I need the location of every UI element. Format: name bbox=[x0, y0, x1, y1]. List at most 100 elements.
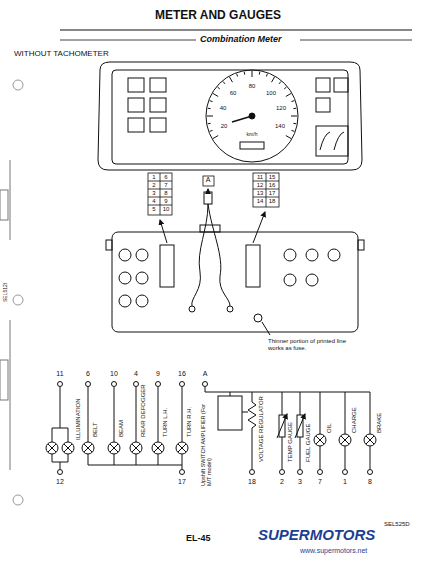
terminal-number: 12 bbox=[56, 478, 64, 486]
amplifier-label: Upshift SWITCH AMPLIFIER (For M/T model) bbox=[200, 396, 212, 486]
meter-back bbox=[200, 225, 220, 232]
lamp-symbols bbox=[130, 442, 142, 454]
lamp-symbols bbox=[154, 444, 162, 452]
speedometer-ticks bbox=[279, 82, 281, 84]
speed-scale: 20 bbox=[221, 123, 228, 130]
page-frame bbox=[13, 80, 23, 90]
page-frame bbox=[10, 160, 11, 240]
lamp-label: REAR DEFOGGER bbox=[140, 384, 147, 437]
schematic-wiring bbox=[242, 412, 248, 413]
terminal-number: 2 bbox=[280, 478, 284, 486]
schematic-wiring bbox=[295, 414, 305, 438]
speedometer-ticks bbox=[213, 136, 218, 139]
meter-back bbox=[136, 272, 148, 284]
connector-tables bbox=[148, 189, 172, 190]
schematic-wiring bbox=[248, 392, 256, 469]
meter-back bbox=[227, 306, 233, 312]
connector-tables bbox=[148, 197, 172, 198]
terminal-number: 16 bbox=[178, 370, 186, 378]
meter-front bbox=[112, 70, 348, 164]
pin-number: 16 bbox=[269, 182, 276, 189]
connector-tables bbox=[148, 181, 172, 182]
schematic-wiring bbox=[156, 382, 161, 387]
page-frame bbox=[0, 190, 8, 220]
schematic-wiring bbox=[250, 470, 255, 475]
terminal-number: 11 bbox=[56, 370, 63, 378]
lamp-symbols bbox=[46, 442, 58, 454]
lamp-symbols bbox=[62, 442, 74, 454]
lamp-label: TURN R.H. bbox=[186, 407, 193, 437]
page-frame bbox=[0, 30, 412, 505]
terminal-number: 18 bbox=[248, 478, 256, 486]
speedometer-ticks bbox=[213, 94, 218, 97]
meter-back bbox=[254, 314, 262, 322]
terminal-number: 9 bbox=[156, 370, 160, 378]
meter-back bbox=[262, 322, 270, 335]
speedometer-ticks bbox=[293, 123, 296, 125]
lamp-symbols bbox=[341, 436, 349, 444]
speedometer-ticks bbox=[208, 123, 211, 125]
lamp-symbols bbox=[132, 444, 140, 452]
speedometer-ticks bbox=[237, 74, 238, 77]
page-frame bbox=[0, 360, 8, 400]
pin-number: 9 bbox=[164, 198, 167, 205]
speedometer-ticks bbox=[291, 116, 297, 117]
connector-name: A bbox=[206, 176, 211, 184]
terminal-number: 1 bbox=[343, 478, 347, 486]
pin-number: 8 bbox=[164, 190, 167, 197]
schematic-wiring bbox=[180, 382, 185, 387]
meter-front bbox=[98, 62, 362, 170]
meter-back bbox=[189, 306, 195, 312]
terminal-number: 10 bbox=[110, 370, 118, 378]
speed-scale: 60 bbox=[230, 90, 237, 97]
meter-front bbox=[128, 98, 144, 112]
speedometer-ticks bbox=[284, 87, 286, 89]
page-frame bbox=[10, 320, 11, 470]
lamp-symbols bbox=[48, 444, 56, 452]
meter-back bbox=[160, 220, 167, 243]
lamp-symbols bbox=[366, 436, 374, 444]
lamp-symbols bbox=[84, 444, 92, 452]
meter-back bbox=[112, 232, 358, 332]
gauge-label: FUEL GAUGE bbox=[305, 424, 312, 462]
lamp-symbols bbox=[152, 442, 164, 454]
lamp-symbols bbox=[176, 442, 188, 454]
speedometer-ticks bbox=[208, 108, 211, 110]
pin-number: 18 bbox=[269, 198, 276, 205]
connector-tables bbox=[203, 176, 214, 186]
meter-back bbox=[204, 192, 212, 204]
terminal-number: 8 bbox=[368, 478, 372, 486]
schematic-wiring bbox=[320, 392, 370, 469]
connector-tables bbox=[148, 205, 172, 206]
lamp-symbols bbox=[108, 442, 120, 454]
speedometer-ticks bbox=[210, 130, 213, 131]
page-number: EL-45 bbox=[186, 534, 211, 544]
speedometer-ticks bbox=[207, 71, 297, 139]
meter-back bbox=[284, 249, 296, 261]
speed-scale: 40 bbox=[220, 105, 227, 112]
lamp-symbols bbox=[339, 434, 351, 446]
speedometer-ticks bbox=[286, 136, 291, 139]
meter-back bbox=[208, 204, 230, 306]
connector-tables bbox=[160, 173, 161, 215]
page-frame bbox=[300, 40, 412, 41]
meter-back bbox=[306, 249, 318, 261]
meter-back bbox=[284, 274, 296, 286]
lamp-label: BRAKE bbox=[376, 413, 383, 433]
schematic-wiring bbox=[318, 470, 323, 475]
meter-back bbox=[136, 295, 148, 307]
terminal-number: A bbox=[203, 370, 208, 378]
speed-scale: 140 bbox=[275, 123, 285, 130]
speedometer-ticks bbox=[207, 116, 213, 117]
pin-number: 1 bbox=[152, 174, 155, 181]
schematic-wiring bbox=[112, 382, 117, 387]
pin-number: 12 bbox=[257, 182, 264, 189]
pin-number: 17 bbox=[269, 190, 276, 197]
schematic-wiring bbox=[88, 387, 182, 469]
pin-number: 15 bbox=[269, 174, 276, 181]
meter-back bbox=[192, 204, 208, 306]
lamp-label: BEAM bbox=[118, 420, 125, 437]
lamp-symbols bbox=[46, 434, 376, 454]
meter-back bbox=[119, 295, 131, 307]
meter-front bbox=[206, 70, 298, 162]
